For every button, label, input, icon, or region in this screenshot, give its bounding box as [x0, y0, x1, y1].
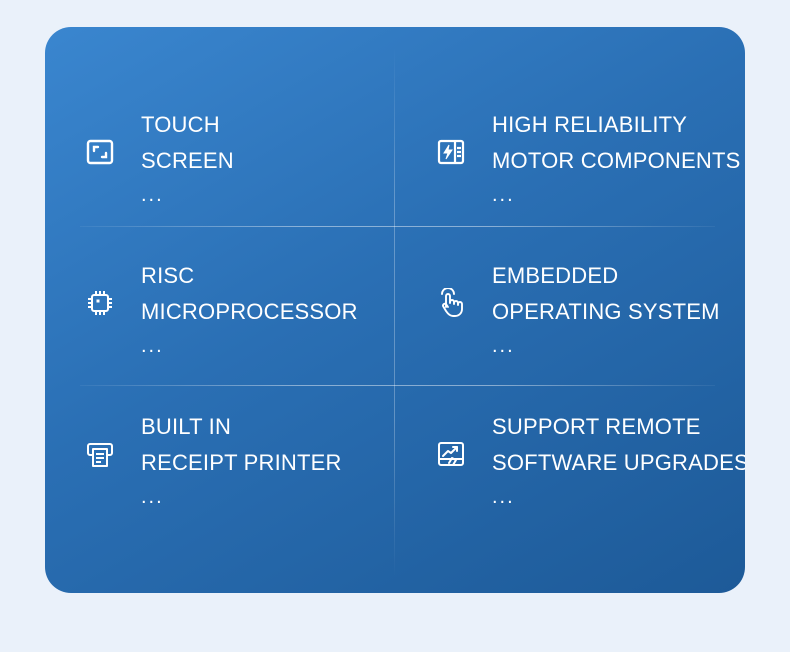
more-dots: ... [492, 335, 515, 357]
feature-touch-screen: TOUCH SCREEN ... [45, 107, 385, 247]
feature-title-line2: SCREEN [141, 148, 234, 173]
hand-pointer-icon [436, 288, 466, 318]
touch-screen-icon [85, 137, 115, 167]
feature-title-line2: RECEIPT PRINTER [141, 450, 342, 475]
feature-motor-components: HIGH RELIABILITY MOTOR COMPONENTS ... [396, 107, 740, 247]
feature-title-line2: MICROPROCESSOR [141, 299, 358, 324]
row-divider-1 [80, 226, 715, 227]
feature-title-line1: HIGH RELIABILITY [492, 112, 688, 137]
more-dots: ... [141, 486, 164, 508]
feature-receipt-printer: BUILT IN RECEIPT PRINTER ... [45, 409, 385, 549]
feature-title-line1: BUILT IN [141, 414, 232, 439]
more-dots: ... [141, 184, 164, 206]
feature-title-line2: SOFTWARE UPGRADES [492, 450, 745, 475]
receipt-printer-icon [85, 439, 115, 469]
feature-title-line1: EMBEDDED [492, 263, 619, 288]
features-panel: TOUCH SCREEN ... HIGH RELIABILITY MOTOR … [45, 27, 745, 593]
motor-components-icon [436, 137, 466, 167]
microprocessor-chip-icon [85, 288, 115, 318]
feature-embedded-os: EMBEDDED OPERATING SYSTEM ... [396, 258, 736, 398]
more-dots: ... [492, 486, 515, 508]
software-upgrade-icon [436, 439, 466, 469]
feature-remote-upgrades: SUPPORT REMOTE SOFTWARE UPGRADES ... [396, 409, 745, 549]
more-dots: ... [141, 335, 164, 357]
feature-title-line2: MOTOR COMPONENTS [492, 148, 741, 173]
feature-title-line1: RISC [141, 263, 195, 288]
feature-title-line1: TOUCH [141, 112, 220, 137]
feature-title-line1: SUPPORT REMOTE [492, 414, 701, 439]
column-divider [394, 47, 395, 577]
more-dots: ... [492, 184, 515, 206]
feature-risc-microprocessor: RISC MICROPROCESSOR ... [45, 258, 385, 398]
feature-title-line2: OPERATING SYSTEM [492, 299, 720, 324]
row-divider-2 [80, 385, 715, 386]
